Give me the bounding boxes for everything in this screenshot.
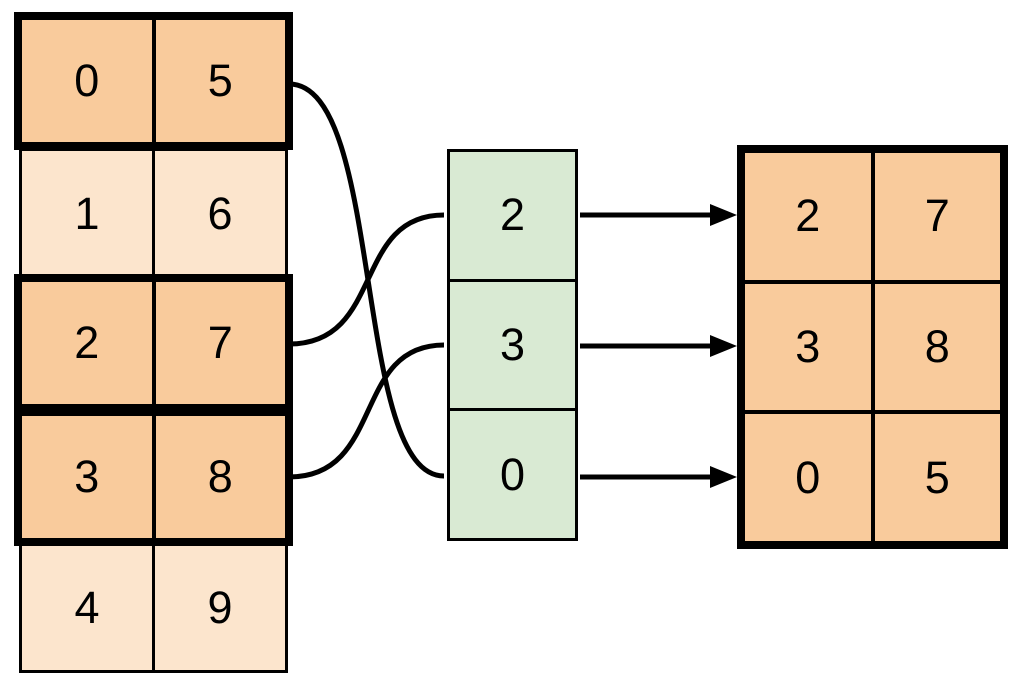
source-row-2: 2 7	[14, 274, 293, 412]
arrowhead-icon	[710, 204, 737, 226]
table-cell: 8	[155, 416, 285, 538]
table-cell: 1	[22, 151, 155, 276]
source-row-0: 0 5	[14, 12, 293, 150]
curve-row2-to-index2	[288, 212, 445, 347]
table-cell: 4	[22, 545, 155, 670]
index-cell: 3	[450, 278, 575, 409]
index-column: 2 3 0	[447, 149, 578, 541]
table-cell: 7	[155, 282, 285, 404]
table-cell: 0	[745, 414, 875, 542]
table-cell: 2	[745, 153, 875, 280]
result-row-2: 0 5	[745, 410, 1000, 542]
table-cell: 7	[924, 190, 950, 242]
index-cell: 2	[499, 189, 526, 241]
table-cell: 5	[155, 20, 285, 142]
table-cell: 3	[745, 283, 875, 411]
result-row-1: 3 8	[745, 279, 1000, 411]
table-cell: 8	[924, 321, 950, 372]
table-cell: 0	[22, 20, 156, 142]
curve-row3-to-index3	[288, 342, 445, 480]
table-cell: 3	[22, 416, 156, 538]
table-cell: 6	[207, 187, 233, 239]
table-cell: 9	[207, 581, 233, 633]
index-cell: 0	[450, 408, 575, 538]
result-table: 2 7 3 8 0 5	[737, 145, 1008, 549]
source-row-3: 3 8	[14, 408, 293, 546]
table-cell: 5	[924, 451, 950, 503]
table-cell: 2	[22, 282, 156, 404]
result-row-0: 2 7	[745, 153, 1000, 280]
arrowhead-icon	[710, 335, 737, 357]
source-row-1: 1 6	[19, 148, 288, 279]
arrowhead-icon	[710, 466, 737, 488]
source-row-4: 4 9	[19, 542, 288, 673]
